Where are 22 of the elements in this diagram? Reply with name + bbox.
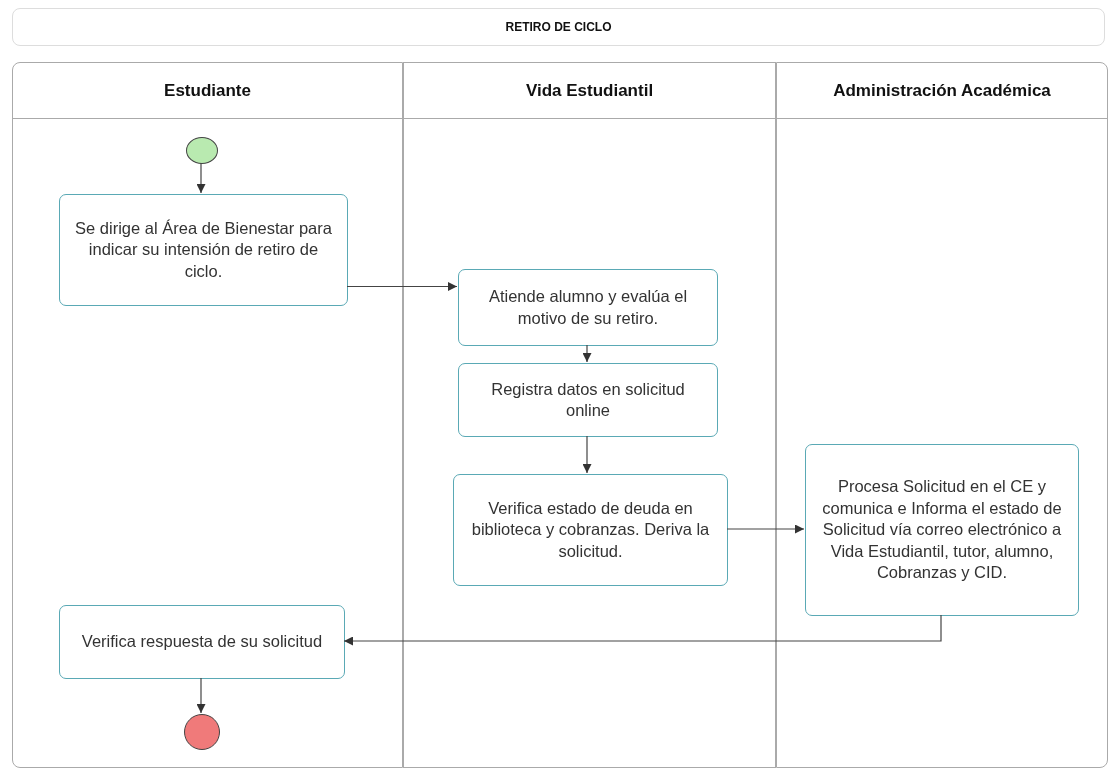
activity-box: Registra datos en solicitud online xyxy=(458,363,718,437)
activity-box: Verifica respuesta de su solicitud xyxy=(59,605,345,679)
activity-box: Se dirige al Área de Bienestar para indicar su intensión de retiro de ciclo. xyxy=(59,194,348,306)
activity-box: Procesa Solicitud en el CE y comunica e Informa el estado de Solicitud vía correo electrónico a Vida Estudiantil, tutor, alumno, Cobranzas y CID. xyxy=(805,444,1079,616)
diagram-title: RETIRO DE CICLO xyxy=(12,8,1105,46)
arrow xyxy=(582,435,592,474)
arrow xyxy=(346,282,458,291)
end-node xyxy=(184,714,220,750)
lane-header: Administración Académica xyxy=(777,63,1107,119)
arrow xyxy=(343,614,942,646)
arrow xyxy=(196,677,206,714)
swimlane xyxy=(12,62,403,768)
arrow xyxy=(726,524,805,534)
activity-box: Verifica estado de deuda en biblioteca y cobranzas. Deriva la solicitud. xyxy=(453,474,728,586)
activity-box: Atiende alumno y evalúa el motivo de su retiro. xyxy=(458,269,718,346)
arrow xyxy=(582,344,592,363)
swimlane xyxy=(403,62,776,768)
swimlane xyxy=(776,62,1108,768)
arrow xyxy=(196,162,206,194)
lane-header: Estudiante xyxy=(13,63,402,119)
start-node xyxy=(186,137,218,164)
lane-header: Vida Estudiantil xyxy=(404,63,775,119)
